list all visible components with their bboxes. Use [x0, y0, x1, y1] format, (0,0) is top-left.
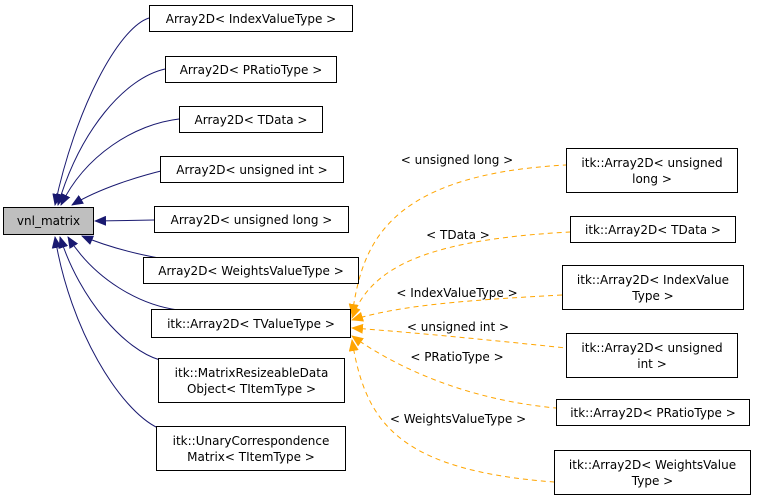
vnl-matrix-node[interactable]: vnl_matrix [3, 207, 94, 235]
node-array2d-pratiotype[interactable]: Array2D< PRatioType > [165, 56, 337, 83]
node-array2d-unsigned-long[interactable]: Array2D< unsigned long > [154, 206, 349, 233]
edge-label-indexvaluetype: < IndexValueType > [396, 286, 518, 300]
node-line: Object< TItemType > [186, 381, 317, 396]
edge-vnl-to-array2d-unsigned-int [71, 169, 166, 206]
node-line: Array2D< unsigned long > [170, 212, 333, 227]
edge-label-tdata: < TData > [426, 228, 490, 242]
node-line: Type > [631, 473, 674, 488]
node-line: itk::UnaryCorrespondence [172, 433, 330, 448]
edge-tvaluetype-to-itk-array2d-pratiotype [351, 335, 557, 409]
node-line: itk::Array2D< unsigned [581, 340, 723, 355]
node-line: Matrix< TItemType > [187, 449, 315, 464]
node-line: Array2D< WeightsValueType > [158, 263, 344, 278]
node-line: long > [632, 171, 672, 186]
edge-label-weightsvaluetype: < WeightsValueType > [389, 412, 527, 426]
node-itk-array2d-indexvaluetype[interactable]: itk::Array2D< IndexValue Type > [562, 265, 744, 310]
node-itk-array2d-pratiotype[interactable]: itk::Array2D< PRatioType > [556, 399, 750, 426]
node-line: itk::Array2D< WeightsValue [568, 457, 737, 472]
node-array2d-tdata[interactable]: Array2D< TData > [179, 106, 323, 133]
node-line: itk::Array2D< IndexValue [576, 272, 730, 287]
edge-tvaluetype-to-itk-array2d-indexvaluetype [351, 294, 563, 322]
node-array2d-unsigned-int[interactable]: Array2D< unsigned int > [160, 156, 344, 183]
node-itk-unarycorrespondencematrix[interactable]: itk::UnaryCorrespondence Matrix< TItemTy… [156, 426, 346, 471]
edge-tvaluetype-to-itk-array2d-weightsvaluetype [348, 339, 555, 483]
node-itk-array2d-tdata[interactable]: itk::Array2D< TData > [570, 216, 736, 243]
edge-vnl-to-array2d-unsigned-long [94, 215, 155, 226]
node-array2d-indexvaluetype[interactable]: Array2D< IndexValueType > [149, 5, 353, 32]
edge-vnl-to-itk-matrixresizeabledataobject [58, 236, 161, 361]
node-line: itk::Array2D< unsigned [581, 155, 723, 170]
vnl-matrix-label: vnl_matrix [16, 214, 81, 228]
node-line: int > [637, 356, 667, 371]
edge-label-unsigned-long: < unsigned long > [400, 153, 514, 167]
node-itk-array2d-unsigned-long[interactable]: itk::Array2D< unsigned long > [566, 148, 738, 193]
edge-tvaluetype-to-itk-array2d-unsigned-long [348, 164, 567, 316]
node-itk-array2d-unsigned-int[interactable]: itk::Array2D< unsigned int > [566, 333, 738, 378]
node-itk-array2d-weightsvaluetype[interactable]: itk::Array2D< WeightsValue Type > [554, 450, 751, 495]
node-itk-matrixresizeabledataobject[interactable]: itk::MatrixResizeableData Object< TItemT… [158, 358, 345, 403]
node-line: Array2D< TData > [194, 112, 308, 127]
edge-vnl-to-array2d-pratiotype [56, 68, 166, 206]
edge-vnl-to-itk-unarycorrespondencematrix [51, 236, 159, 429]
edge-vnl-to-array2d-tdata [60, 118, 180, 206]
node-line: itk::Array2D< TValueType > [167, 316, 335, 331]
node-array2d-weightsvaluetype[interactable]: Array2D< WeightsValueType > [143, 257, 359, 284]
edge-label-pratiotype: < PRatioType > [410, 350, 504, 364]
node-line: itk::Array2D< TData > [585, 222, 721, 237]
node-line: itk::MatrixResizeableData [174, 365, 329, 380]
edge-label-unsigned-int: < unsigned int > [406, 320, 510, 334]
edge-tvaluetype-to-itk-array2d-tdata [351, 231, 571, 319]
node-itk-array2d-tvaluetype[interactable]: itk::Array2D< TValueType > [151, 309, 351, 338]
edge-vnl-to-itk-array2d-tvaluetype [67, 236, 179, 311]
node-line: Array2D< PRatioType > [179, 62, 323, 77]
node-line: Array2D< IndexValueType > [165, 11, 337, 26]
node-line: Array2D< unsigned int > [176, 162, 328, 177]
node-line: Type > [632, 288, 674, 303]
node-line: itk::Array2D< PRatioType > [570, 405, 736, 420]
edge-vnl-to-array2d-indexvaluetype [52, 17, 150, 206]
